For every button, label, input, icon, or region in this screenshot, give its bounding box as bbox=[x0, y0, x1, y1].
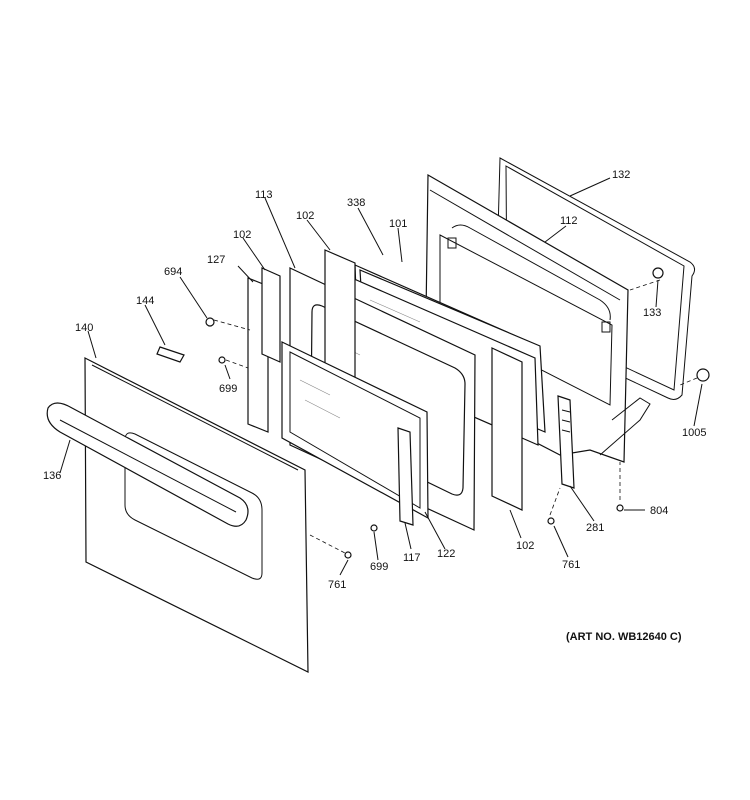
callout-133: 133 bbox=[643, 307, 661, 319]
part-insulation-right bbox=[491, 347, 523, 511]
callout-136: 136 bbox=[43, 470, 61, 482]
callout-127: 127 bbox=[207, 254, 225, 266]
callout-699-left: 699 bbox=[219, 383, 237, 395]
callout-122: 122 bbox=[437, 548, 455, 560]
leader-lines bbox=[59, 177, 703, 576]
callout-102-left: 102 bbox=[233, 229, 251, 241]
callout-281: 281 bbox=[586, 522, 604, 534]
callout-144: 144 bbox=[136, 295, 154, 307]
callout-102-rear: 102 bbox=[296, 210, 314, 222]
callout-101: 101 bbox=[389, 218, 407, 230]
callout-761-left: 761 bbox=[328, 579, 346, 591]
part-hinge bbox=[557, 395, 575, 489]
callout-699-bottom: 699 bbox=[370, 561, 388, 573]
callout-140: 140 bbox=[75, 322, 93, 334]
screws bbox=[205, 267, 710, 559]
alignment-lines bbox=[213, 279, 698, 554]
callout-117: 117 bbox=[403, 552, 421, 564]
art-number: (ART NO. WB12640 C) bbox=[566, 631, 682, 643]
callout-labels: 132 112 338 101 113 102 102 127 694 144 … bbox=[43, 169, 706, 591]
callout-694: 694 bbox=[164, 266, 182, 278]
callout-112: 112 bbox=[560, 215, 578, 227]
part-door-handle bbox=[46, 402, 249, 527]
part-side-channel bbox=[247, 267, 281, 433]
callout-338: 338 bbox=[347, 197, 365, 209]
callout-102-right: 102 bbox=[516, 540, 534, 552]
part-clip bbox=[156, 346, 185, 363]
callout-761-right: 761 bbox=[562, 559, 580, 571]
callout-1005: 1005 bbox=[682, 427, 706, 439]
callout-804: 804 bbox=[650, 505, 668, 517]
part-window-strip bbox=[397, 427, 414, 526]
callout-113: 113 bbox=[255, 189, 273, 201]
part-outer-door-panel bbox=[84, 357, 309, 673]
callout-132: 132 bbox=[612, 169, 630, 181]
